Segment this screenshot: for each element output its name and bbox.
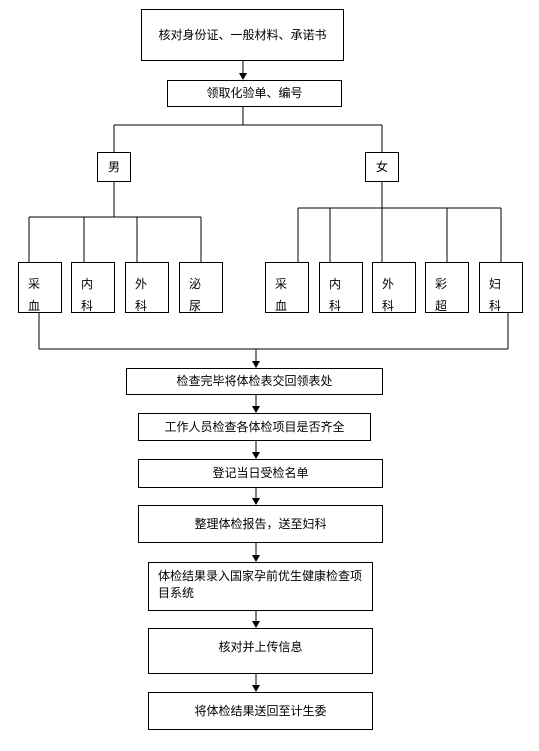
step-check-items-text: 工作人员检查各体检项目是否齐全	[164, 419, 345, 434]
male-item-urology: 泌 尿	[179, 262, 223, 313]
male-node: 男	[97, 152, 131, 182]
male-item-blood-char-2: 血	[28, 299, 41, 313]
female-item-surgery-char-1: 外	[382, 277, 395, 291]
female-item-internal-char-1: 内	[329, 277, 342, 291]
step-send-result-text: 将体检结果送回至计生委	[194, 703, 327, 718]
step-verify-upload-text: 核对并上传信息	[218, 640, 303, 654]
male-item-urology-char-2: 尿	[189, 299, 202, 313]
step-check-items: 工作人员检查各体检项目是否齐全	[138, 413, 371, 441]
male-item-surgery-char-2: 科	[135, 299, 148, 313]
male-item-surgery: 外 科	[125, 262, 169, 313]
step-enter-system: 体检结果录入国家孕前优生健康检查项目系统	[148, 562, 373, 611]
step-send-result: 将体检结果送回至计生委	[148, 692, 373, 730]
female-item-blood-char-2: 血	[275, 299, 288, 313]
female-item-internal-char-2: 科	[329, 299, 342, 313]
step-register: 登记当日受检名单	[138, 459, 383, 488]
step-verify-documents-text: 核对身份证、一般材料、承诺书	[158, 27, 327, 42]
step-return-forms-text: 检查完毕将体检表交回领表处	[176, 374, 333, 388]
male-item-blood: 采 血	[18, 262, 62, 313]
female-item-blood-char-1: 采	[275, 277, 288, 291]
female-item-ultrasound-char-1: 彩	[435, 277, 448, 291]
step-get-forms: 领取化验单、编号	[167, 80, 342, 107]
female-item-gynecology: 妇 科	[479, 262, 523, 313]
male-item-internal-char-1: 内	[81, 277, 94, 291]
female-item-ultrasound-char-2: 超	[435, 299, 448, 313]
female-item-ultrasound: 彩 超	[425, 262, 469, 313]
step-register-text: 登记当日受检名单	[212, 466, 309, 480]
male-item-internal-char-2: 科	[81, 299, 94, 313]
step-organize-report-text: 整理体检报告，送至妇科	[194, 516, 327, 531]
step-verify-documents: 核对身份证、一般材料、承诺书	[141, 9, 344, 61]
female-item-gynecology-char-2: 科	[489, 299, 502, 313]
step-verify-upload: 核对并上传信息	[148, 628, 373, 674]
male-item-urology-char-1: 泌	[189, 277, 202, 291]
female-item-surgery-char-2: 科	[382, 299, 395, 313]
step-organize-report: 整理体检报告，送至妇科	[138, 505, 383, 543]
female-item-surgery: 外 科	[372, 262, 416, 313]
step-return-forms: 检查完毕将体检表交回领表处	[126, 368, 383, 395]
female-node: 女	[365, 152, 399, 182]
step-enter-system-text: 体检结果录入国家孕前优生健康检查项目系统	[158, 569, 363, 600]
female-item-internal: 内 科	[319, 262, 363, 313]
step-get-forms-text: 领取化验单、编号	[206, 86, 303, 100]
male-item-surgery-char-1: 外	[135, 277, 148, 291]
male-item-internal: 内 科	[71, 262, 115, 313]
female-item-gynecology-char-1: 妇	[489, 277, 502, 291]
male-label: 男	[107, 159, 120, 174]
female-label: 女	[375, 159, 388, 174]
male-item-blood-char-1: 采	[28, 277, 41, 291]
female-item-blood: 采 血	[265, 262, 309, 313]
